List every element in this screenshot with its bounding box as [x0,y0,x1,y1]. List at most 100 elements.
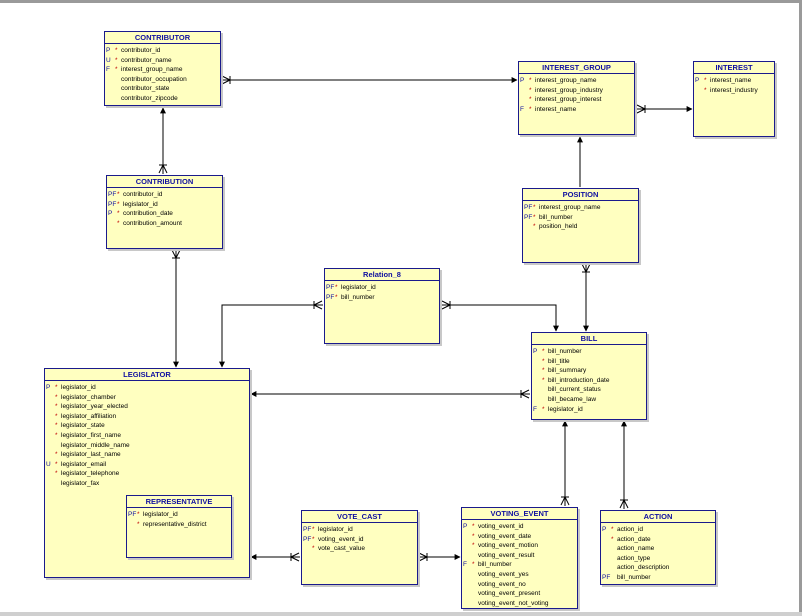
entity-title: VOTING_EVENT [462,508,577,520]
attr-name: action_date [617,535,651,543]
attr-name: voting_event_id [478,523,524,530]
entity-voting-event[interactable]: VOTING_EVENT P*voting_event_id*voting_ev… [461,507,578,609]
attr-name: legislator_id [61,384,96,391]
entity-title: INTEREST_GROUP [519,62,634,74]
attr-name: legislator_middle_name [61,441,130,449]
entity-attribute: *legislator_last_name [45,450,249,460]
attr-required-marker: * [529,77,532,84]
entity-attribute: voting_event_no [462,580,577,590]
attr-name: legislator_id [143,511,178,518]
attr-key-marker: F [520,105,524,113]
entity-attribute: *contribution_amount [107,219,222,229]
attr-required-marker: * [55,422,58,430]
attr-name: bill_number [478,561,512,569]
attr-required-marker: * [115,56,118,64]
attr-name: contributor_zipcode [121,94,178,102]
entity-attribute: PF*interest_group_name [523,203,638,213]
entity-interest[interactable]: INTEREST P*interest_name*interest_indust… [693,61,775,137]
attr-name: legislator_email [61,460,107,468]
entity-attribute: PF*legislator_id [325,283,439,293]
window-right-border [799,0,802,616]
entity-interest-group[interactable]: INTEREST_GROUP P*interest_group_name*int… [518,61,635,135]
entity-attribute: F*legislator_id [532,405,646,415]
attr-name: legislator_year_elected [61,403,128,411]
attr-key-marker: P [533,348,538,355]
attr-name: bill_number [548,348,582,355]
entity-attribute: PF*legislator_id [127,510,231,520]
attr-name: bill_number [539,213,573,221]
entity-attribute: U*contributor_name [105,56,220,66]
entity-attribute: P *bill_number [532,347,646,357]
entity-attribute: PF*voting_event_id [302,535,417,545]
entity-attribute: *legislator_telephone [45,469,249,479]
attr-name: action_type [617,554,651,562]
entity-attribute: *legislator_affiliation [45,412,249,422]
entity-title: INTEREST [694,62,774,74]
attr-name: action_name [617,545,655,553]
attr-required-marker: * [533,223,536,231]
window-top-border [0,0,802,3]
attr-key-marker: PF [524,204,533,211]
attr-name: contribution_date [123,210,173,218]
entity-title: VOTE_CAST [302,511,417,523]
attr-required-marker: * [335,293,338,301]
attr-required-marker: * [542,367,545,375]
entity-title: Relation_8 [325,269,439,281]
attr-key-marker: F [533,405,537,413]
attr-required-marker: * [335,284,338,291]
entity-attribute: voting_event_present [462,589,577,599]
entity-attribute: contributor_zipcode [105,94,220,104]
entity-attribute: bill_became_law [532,395,646,405]
entity-attribute: action_description [601,563,715,573]
attr-required-marker: * [55,451,58,459]
entity-attribute: *legislator_year_elected [45,402,249,412]
entity-attribute: *representative_district [127,520,231,530]
entity-attribute: F*bill_number [462,560,577,570]
attr-required-marker: * [472,523,475,530]
attr-name: contributor_id [123,191,163,198]
entity-attribute: P*contributor_id [105,46,220,56]
attr-required-marker: * [704,86,707,94]
attr-required-marker: * [533,204,536,211]
attr-required-marker: * [611,535,614,543]
entity-attribute: PF*bill_number [523,213,638,223]
attr-key-marker: PF [108,200,117,208]
attr-name: interest_group_industry [535,86,603,94]
entity-attribute: PF*bill_number [325,293,439,303]
entity-attribute: bill_current_status [532,385,646,395]
entity-attribute: legislator_fax [45,479,249,489]
attr-name: contributor_name [121,56,172,64]
entity-title: REPRESENTATIVE [127,496,231,508]
attr-name: voting_event_not_voting [478,599,549,607]
attr-required-marker: * [117,191,120,198]
attr-name: bill_title [548,357,570,365]
attr-required-marker: * [533,213,536,221]
entity-title: LEGISLATOR [45,369,249,381]
attr-required-marker: * [542,405,545,413]
attr-name: contributor_id [121,47,161,54]
attr-name: legislator_affiliation [61,412,117,420]
attr-name: voting_event_date [478,532,532,540]
entity-attribute: legislator_middle_name [45,441,249,451]
entity-title: ACTION [601,511,715,523]
attr-name: representative_district [143,520,207,528]
attr-name: contribution_amount [123,219,182,227]
entity-attribute: *voting_event_date [462,532,577,542]
attr-key-marker: P [695,77,700,84]
entity-attribute: U*legislator_email [45,460,249,470]
attr-key-marker: PF [303,535,312,543]
attr-required-marker: * [472,561,475,569]
entity-attribute: *voting_event_motion [462,541,577,551]
attr-key-marker: PF [524,213,533,221]
entity-attribute: action_name [601,544,715,554]
attr-required-marker: * [542,348,545,355]
entity-bill[interactable]: BILL P*bill_number*bill_title*bill_summa… [531,332,647,420]
entity-representative[interactable]: REPRESENTATIVE PF*legislator_id*represen… [126,495,232,558]
